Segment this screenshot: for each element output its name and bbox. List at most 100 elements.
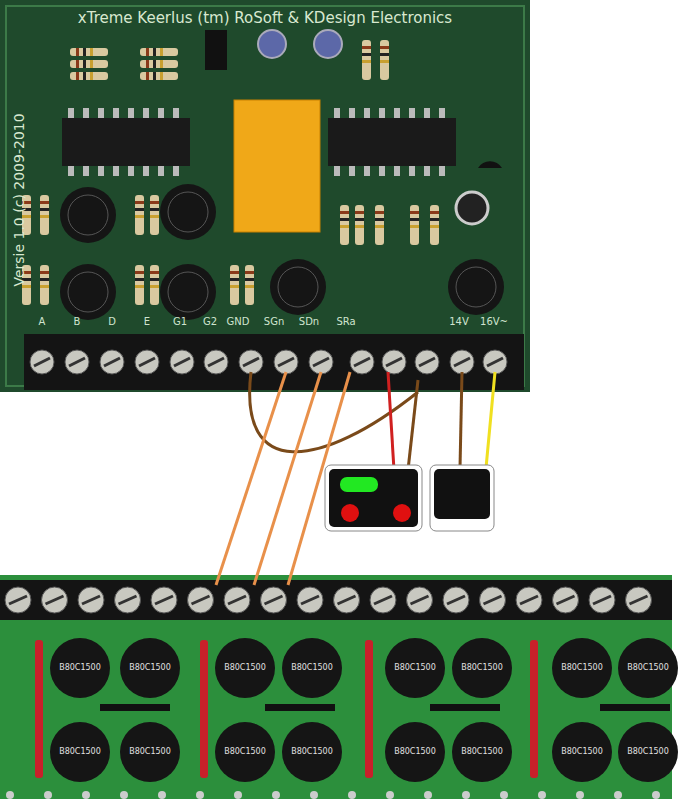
diode-bar: [100, 704, 170, 711]
resistor-band: [40, 201, 49, 204]
resistor-band: [135, 285, 144, 288]
bridge-rectifier: [448, 259, 504, 315]
wire: [486, 372, 495, 468]
screw-slot: [9, 596, 27, 604]
resistor-symbol: [135, 195, 144, 235]
resistor-band: [362, 46, 371, 49]
signal-symbol: [325, 465, 422, 531]
ic-pin: [113, 166, 119, 176]
solder-pad: [348, 791, 356, 799]
signal-green-light: [340, 477, 378, 492]
ic-pin: [439, 108, 445, 118]
ic-pin: [364, 166, 370, 176]
terminal-screw: [78, 587, 104, 613]
resistor-symbol: [70, 48, 108, 56]
screw-slot: [593, 596, 611, 604]
resistor-symbol: [410, 205, 419, 245]
resistor-band: [375, 225, 384, 228]
ic-pin: [349, 166, 355, 176]
screw-slot: [454, 358, 470, 366]
resistor-band: [135, 278, 144, 281]
part-number: B80C1500: [129, 664, 171, 672]
resistor-band: [153, 60, 156, 68]
bridge-rectifier: [120, 638, 180, 698]
screw-slot: [374, 596, 392, 604]
terminal-label: D: [108, 317, 116, 327]
jumper: [205, 30, 227, 70]
resistor-band: [90, 72, 93, 80]
terminal-screw: [188, 587, 214, 613]
power-symbol: [430, 465, 494, 531]
part-number: B80C1500: [561, 748, 603, 756]
solder-pad: [6, 791, 14, 799]
resistor-band: [410, 218, 419, 221]
ic-pin: [113, 108, 119, 118]
terminal-screw: [370, 587, 396, 613]
ic-pin: [364, 108, 370, 118]
solder-pad: [234, 791, 242, 799]
terminal-strip: [24, 334, 524, 390]
ic-pin: [439, 166, 445, 176]
ic-pin: [158, 108, 164, 118]
screw-slot: [69, 358, 85, 366]
terminal-screw: [626, 587, 652, 613]
resistor-band: [160, 60, 163, 68]
terminal-screw: [589, 587, 615, 613]
screw-slot: [34, 358, 50, 366]
bridge-rectifier: [160, 184, 216, 240]
resistor-band: [362, 60, 371, 63]
terminal-screw: [516, 587, 542, 613]
bridge-rectifier: [618, 722, 678, 782]
transistor: [478, 161, 502, 168]
bridge-rectifier: [385, 638, 445, 698]
ic-pin: [128, 166, 134, 176]
part-number: B80C1500: [394, 748, 436, 756]
resistor-band: [83, 72, 86, 80]
ic-pin: [173, 108, 179, 118]
board-title: xTreme Keerlus (tm) RoSoft & KDesign Ele…: [78, 11, 452, 26]
screw-slot: [192, 596, 210, 604]
terminal-screw: [65, 350, 89, 374]
solder-pad: [614, 791, 622, 799]
wire: [460, 372, 462, 468]
terminal-label: G1: [173, 317, 187, 327]
ic-pin: [68, 108, 74, 118]
bridge-rectifier: [215, 722, 275, 782]
part-number: B80C1500: [291, 664, 333, 672]
wire: [388, 372, 394, 470]
bridge-rectifier: [270, 259, 326, 315]
part-number: B80C1500: [291, 748, 333, 756]
resistor-symbol: [150, 265, 159, 305]
ic-pin: [83, 166, 89, 176]
terminal-screw: [415, 350, 439, 374]
screw-slot: [46, 596, 64, 604]
rectifier-marking: [168, 192, 208, 232]
terminal-screw: [480, 587, 506, 613]
ic-chip: [62, 118, 190, 166]
screw-slot: [82, 596, 100, 604]
terminal-screw: [450, 350, 474, 374]
resistor-band: [76, 48, 79, 56]
diode-bar: [600, 704, 670, 711]
ic-pin: [409, 166, 415, 176]
screw-slot: [630, 596, 648, 604]
resistor-band: [153, 48, 156, 56]
resistor-symbol: [430, 205, 439, 245]
resistor-band: [362, 53, 371, 56]
ic-pin: [143, 108, 149, 118]
resistor-symbol: [380, 40, 389, 80]
terminal-screw: [350, 350, 374, 374]
part-number: B80C1500: [224, 748, 266, 756]
terminal-screw: [407, 587, 433, 613]
resistor-symbol: [40, 195, 49, 235]
terminal-strip: [0, 580, 672, 620]
resistor-band: [430, 211, 439, 214]
resistor-band: [40, 278, 49, 281]
resistor-band: [245, 278, 254, 281]
bridge-rectifier: [282, 638, 342, 698]
resistor-symbol: [140, 60, 178, 68]
ic-pin: [98, 166, 104, 176]
screw-slot: [557, 596, 575, 604]
